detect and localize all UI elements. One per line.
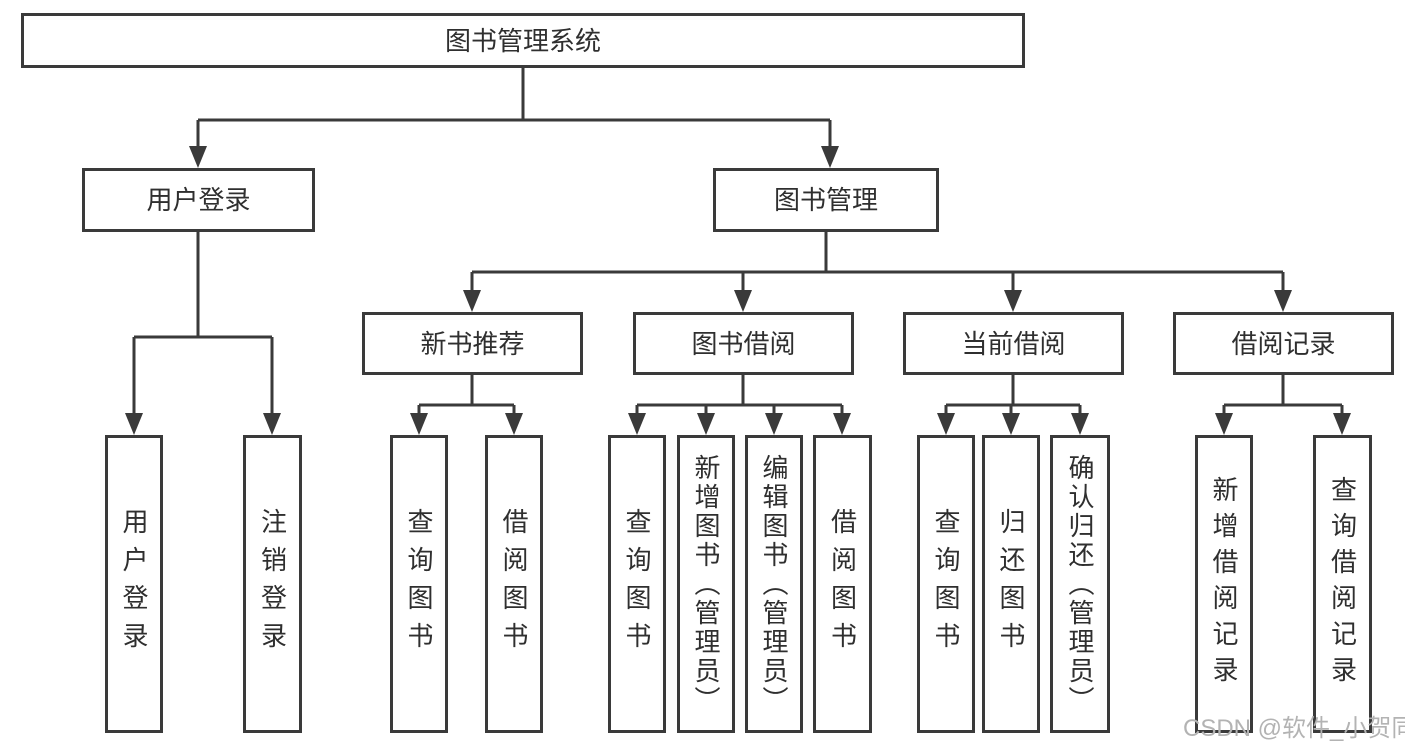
node-library-system: 图书管理系统 xyxy=(21,13,1025,68)
node-label: 编辑图书（管理员） xyxy=(759,453,789,715)
node-borrowing-records: 借阅记录 xyxy=(1173,312,1394,375)
edge-current-borrow-to-leaves xyxy=(937,375,1089,435)
edge-book-borrow-to-leaves xyxy=(628,375,851,435)
leaf-query-books-1: 查询图书 xyxy=(390,435,448,733)
node-label: 新书推荐 xyxy=(420,328,525,359)
edge-root-to-level2 xyxy=(189,68,839,168)
node-label: 查询图书 xyxy=(931,508,961,660)
leaf-borrow-books-2: 借阅图书 xyxy=(813,435,872,733)
node-label: 当前借阅 xyxy=(961,328,1066,359)
leaf-user-login: 用户登录 xyxy=(105,435,163,733)
node-book-borrowing: 图书借阅 xyxy=(633,312,854,375)
leaf-confirm-return-admin: 确认归还（管理员） xyxy=(1050,435,1110,733)
node-label: 借阅图书 xyxy=(827,508,858,660)
node-new-book-recommend: 新书推荐 xyxy=(362,312,583,375)
node-label: 用户登录 xyxy=(119,508,149,660)
node-label: 新增图书（管理员） xyxy=(691,453,721,715)
node-label: 确认归还（管理员） xyxy=(1065,453,1095,715)
edge-user-login-to-leaves xyxy=(125,232,281,435)
node-user-login: 用户登录 xyxy=(82,168,315,232)
node-label: 图书管理 xyxy=(773,185,878,215)
node-label: 图书借阅 xyxy=(691,328,796,359)
leaf-edit-books-admin: 编辑图书（管理员） xyxy=(745,435,803,733)
node-label: 图书管理系统 xyxy=(444,25,601,56)
leaf-query-books-2: 查询图书 xyxy=(608,435,666,733)
node-label: 查询借阅记录 xyxy=(1327,476,1358,692)
leaf-borrow-books-1: 借阅图书 xyxy=(485,435,543,733)
node-label: 注销登录 xyxy=(257,508,288,660)
leaf-query-books-3: 查询图书 xyxy=(917,435,975,733)
node-book-management: 图书管理 xyxy=(713,168,939,232)
node-label: 新增借阅记录 xyxy=(1209,476,1239,692)
node-label: 借阅记录 xyxy=(1231,328,1336,359)
csdn-watermark: CSDN @软件_小贺同学 xyxy=(1183,715,1405,742)
node-label: 借阅图书 xyxy=(499,508,529,660)
node-label: 用户登录 xyxy=(146,185,251,215)
leaf-query-borrow-record: 查询借阅记录 xyxy=(1313,435,1372,733)
leaf-logout: 注销登录 xyxy=(243,435,302,733)
edge-book-mgmt-to-level3 xyxy=(463,232,1292,312)
node-label: 归还图书 xyxy=(996,508,1026,660)
leaf-return-books: 归还图书 xyxy=(982,435,1040,733)
edge-new-books-to-leaves xyxy=(410,375,523,435)
edge-borrow-records-to-leaves xyxy=(1215,375,1351,435)
node-label: 查询图书 xyxy=(404,508,434,660)
node-current-borrowing: 当前借阅 xyxy=(903,312,1124,375)
leaf-add-books-admin: 新增图书（管理员） xyxy=(677,435,735,733)
node-label: 查询图书 xyxy=(622,508,652,660)
leaf-add-borrow-record: 新增借阅记录 xyxy=(1195,435,1253,733)
